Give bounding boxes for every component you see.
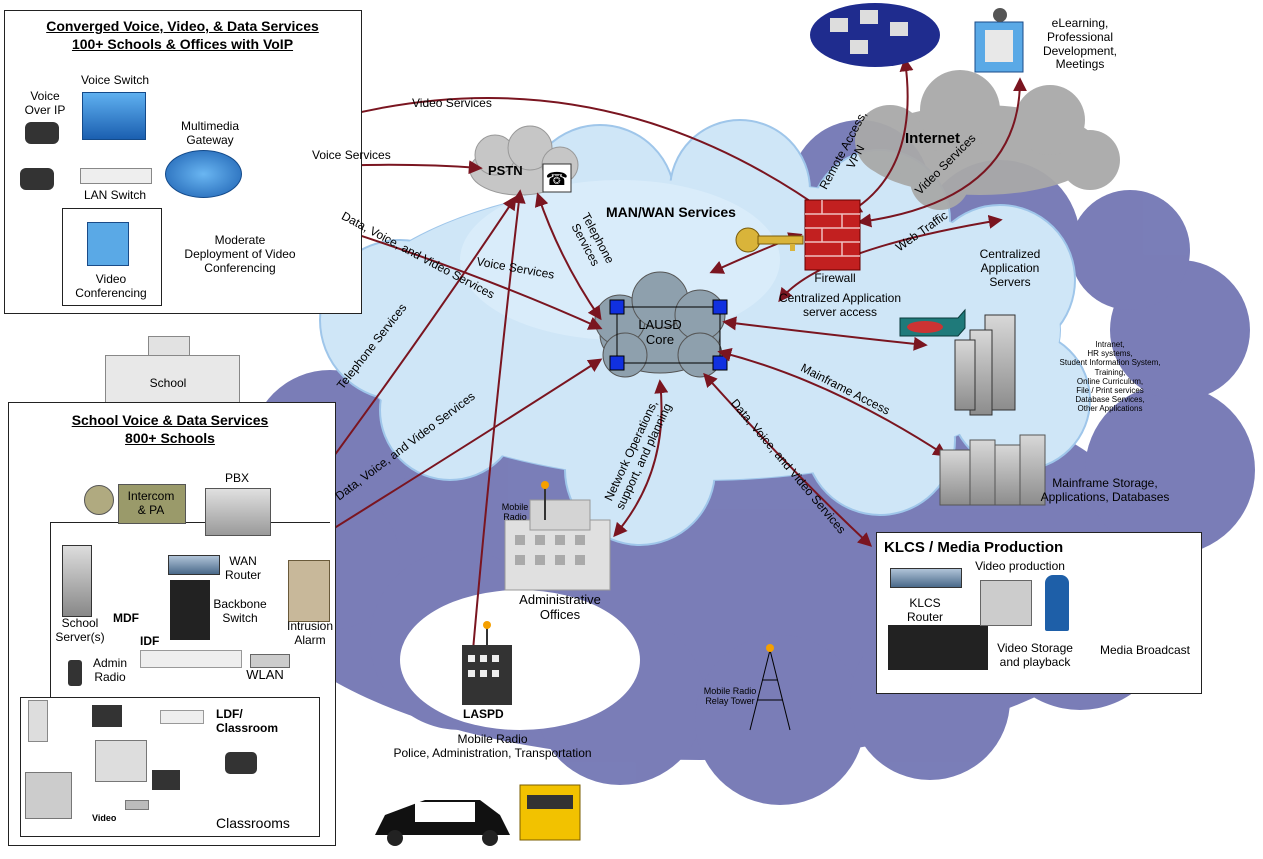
centralized-access-label: Centralized Application server access (778, 291, 902, 319)
mobile-radio-small-label: Mobile Radio (501, 502, 529, 523)
video-player-icon (125, 800, 149, 810)
speaker-icon (84, 485, 114, 515)
multimedia-gateway-label: Multimedia Gateway (180, 119, 240, 147)
school-bus-icon (519, 784, 581, 841)
elearning-icon (974, 8, 1024, 73)
classroom-speaker-icon (28, 700, 48, 742)
klcs-title: KLCS / Media Production (884, 539, 1064, 556)
video-services-top-label: Video Services (412, 96, 492, 110)
school-server-icon (62, 545, 92, 617)
school-title-1: School Voice & Data Services (71, 412, 269, 428)
pbx-icon (205, 488, 271, 536)
admin-office-building (504, 481, 611, 591)
laptop-icon-2 (152, 770, 180, 790)
centralized-servers-label: Centralized Application Servers (979, 247, 1041, 289)
desktop-icon (95, 740, 147, 782)
mdf-label: MDF (113, 611, 139, 625)
video-storage-icon (888, 625, 988, 670)
ldf-switch-icon (160, 710, 204, 724)
klcs-router-icon (890, 568, 962, 588)
video-monitor-icon (25, 772, 72, 819)
remote-users-icon (810, 3, 940, 67)
voice-over-ip-label: Voice Over IP (24, 89, 66, 117)
wlan-icon (250, 654, 290, 668)
key-icon (735, 227, 804, 253)
idf-switch-icon (140, 650, 242, 668)
moderate-deployment-label: Moderate Deployment of Video Conferencin… (184, 233, 296, 275)
relay-tower-icon (749, 644, 791, 731)
media-broadcast-label: Media Broadcast (1099, 643, 1191, 657)
pstn-label: PSTN (488, 163, 523, 178)
klcs-router-label: KLCS Router (906, 596, 944, 624)
lan-switch-icon (80, 168, 152, 184)
elearning-label: eLearning, Professional Development, Mee… (1042, 16, 1118, 72)
converged-title-1: Converged Voice, Video, & Data Services (46, 18, 319, 34)
admin-offices-label: Administrative Offices (519, 592, 601, 622)
voice-switch-icon (82, 92, 146, 140)
wan-router-label: WAN Router (224, 554, 262, 582)
firewall-icon (804, 199, 861, 271)
svg-text:☎: ☎ (546, 169, 568, 190)
laspd-label: LASPD (463, 707, 504, 721)
voice-services-top-label: Voice Services (312, 148, 391, 162)
admin-radio-icon (68, 660, 82, 686)
lan-switch-label: LAN Switch (83, 188, 147, 202)
intercom-icon (118, 484, 186, 524)
router-icon-central (899, 308, 966, 337)
video-conferencing-icon (87, 222, 129, 266)
arrow-centralized-access (722, 316, 928, 351)
backbone-switch-icon (170, 580, 210, 640)
video-production-label: Video production (975, 559, 1065, 573)
intrusion-alarm-label: Intrusion Alarm (286, 619, 334, 647)
intrusion-alarm-icon (288, 560, 330, 622)
internet-title: Internet (905, 130, 961, 147)
lausd-core-label: LAUSD Core (638, 317, 682, 347)
admin-radio-label: Admin Radio (92, 656, 127, 684)
arrow-telephone-services (534, 192, 602, 321)
school-title-2: 800+ Schools (125, 430, 215, 446)
wan-router-icon (168, 555, 220, 575)
classrooms-label: Classrooms (216, 815, 290, 831)
wlan-label: WLAN (246, 667, 284, 682)
mobile-radio-caption: Mobile Radio Police, Administration, Tra… (393, 732, 592, 760)
intercom-label: Intercom & PA (127, 489, 175, 517)
voice-switch-label: Voice Switch (80, 73, 150, 87)
laptop-icon (92, 705, 122, 727)
man-wan-title: MAN/WAN Services (606, 204, 736, 220)
ip-phone-icon-2 (20, 168, 54, 190)
server-list-label: Intranet, HR systems, Student Informatio… (1059, 340, 1161, 414)
relay-tower-label: Mobile Radio Relay Tower (703, 686, 757, 707)
video-conferencing-label: Video Conferencing (75, 272, 147, 300)
classroom-phone-icon (225, 752, 257, 774)
video-camera-icon (980, 580, 1032, 626)
police-car-icon (375, 800, 510, 846)
idf-label: IDF (140, 634, 160, 648)
ldf-label: LDF/ Classroom (216, 707, 279, 735)
ip-phone-icon (25, 122, 59, 144)
mainframe-label: Mainframe Storage, Applications, Databas… (1040, 476, 1170, 504)
video-storage-label: Video Storage and playback (997, 641, 1073, 669)
laspd-building (462, 621, 512, 705)
school-building-label: School (149, 376, 187, 390)
multimedia-gateway-icon (165, 150, 242, 198)
firewall-label: Firewall (814, 271, 856, 285)
mdf-divider (50, 522, 330, 523)
converged-title-2: 100+ Schools & Offices with VoIP (71, 36, 294, 52)
school-servers-label: School Server(s) (55, 616, 105, 644)
telephone-icon: ☎ (542, 163, 572, 193)
arrow-video-internet (857, 77, 1027, 228)
arrow-mainframe-access (717, 347, 948, 457)
backbone-switch-label: Backbone Switch (213, 597, 267, 625)
mdf-divider-left (50, 522, 51, 702)
pbx-label: PBX (224, 471, 249, 485)
server-rack-icons (954, 314, 1016, 416)
arrow-network-operations (613, 379, 669, 538)
video-label: Video (92, 813, 117, 823)
person-icon (1045, 575, 1069, 631)
mainframe-icon (939, 434, 1046, 506)
